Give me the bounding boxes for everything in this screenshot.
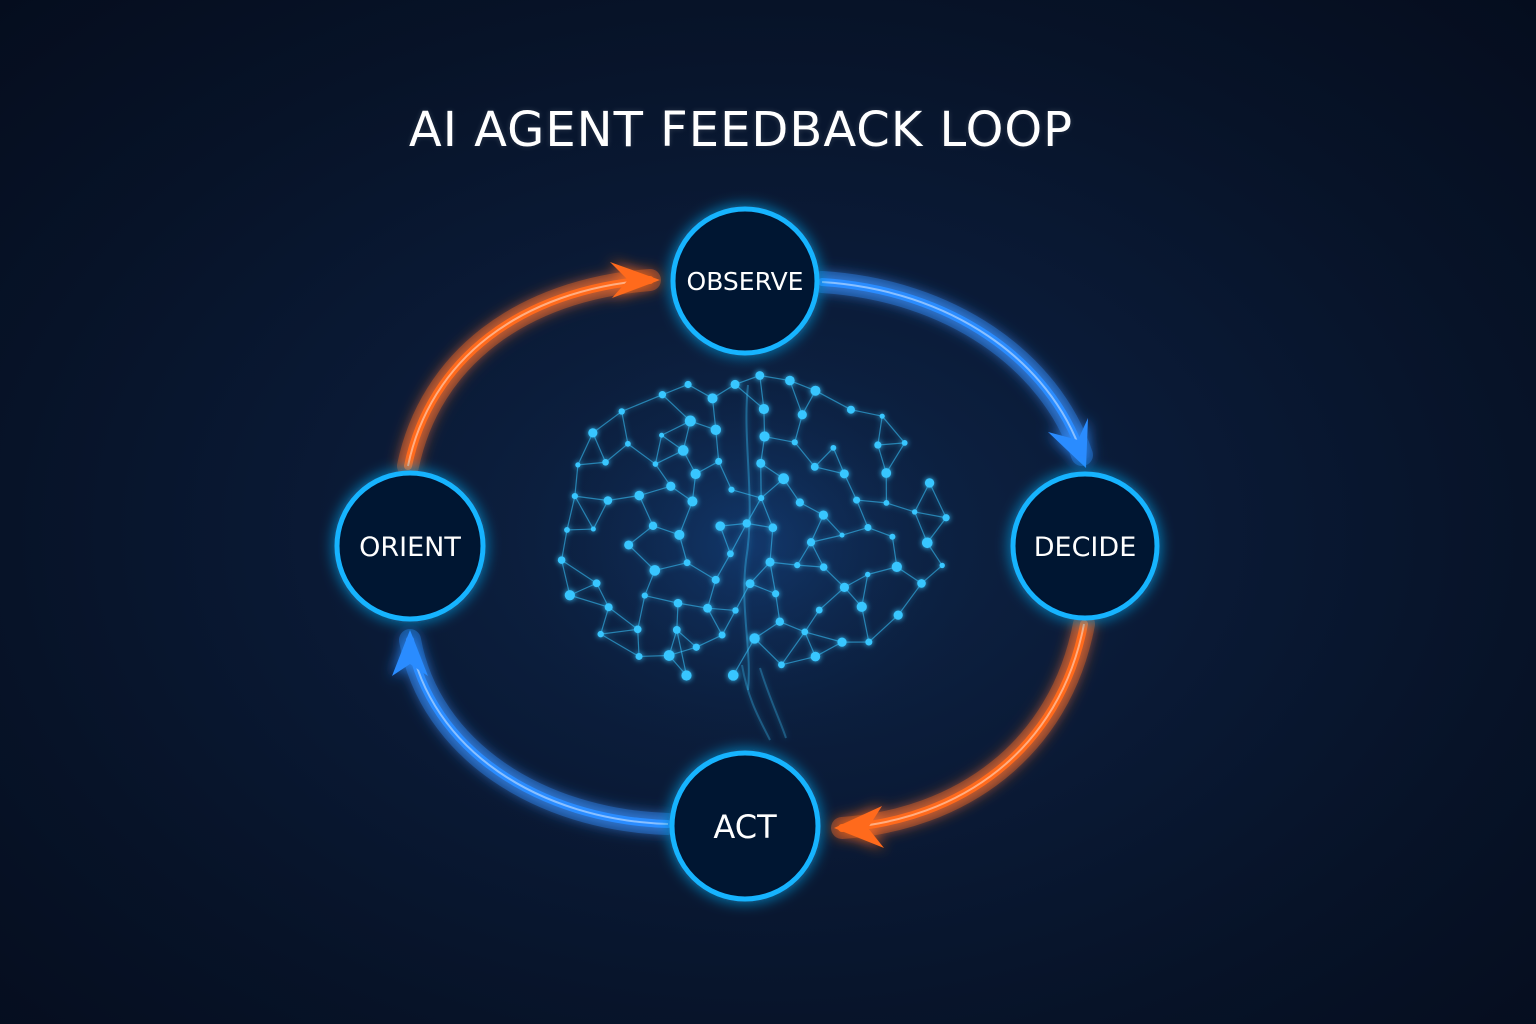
node-orient[interactable]: ORIENT — [334, 470, 486, 622]
arrowhead-icon — [834, 806, 884, 848]
arrowhead-icon — [392, 630, 428, 676]
node-decide-label: DECIDE — [1034, 532, 1137, 563]
arrow-observe-to-decide — [811, 271, 1093, 468]
node-observe-label: OBSERVE — [687, 267, 804, 296]
node-observe[interactable]: OBSERVE — [670, 206, 820, 356]
arrow-orient-to-observe — [397, 262, 661, 477]
arrow-decide-to-act — [831, 613, 1095, 848]
node-decide[interactable]: DECIDE — [1010, 471, 1160, 621]
diagram-title: AI AGENT FEEDBACK LOOP — [408, 102, 1074, 158]
brain-network-icon — [557, 371, 950, 741]
arrowhead-icon — [610, 262, 660, 298]
arrowhead-icon — [1048, 418, 1088, 468]
arrow-act-to-orient — [392, 629, 679, 835]
node-act[interactable]: ACT — [669, 750, 821, 902]
node-orient-label: ORIENT — [359, 532, 461, 563]
node-act-label: ACT — [713, 808, 777, 846]
